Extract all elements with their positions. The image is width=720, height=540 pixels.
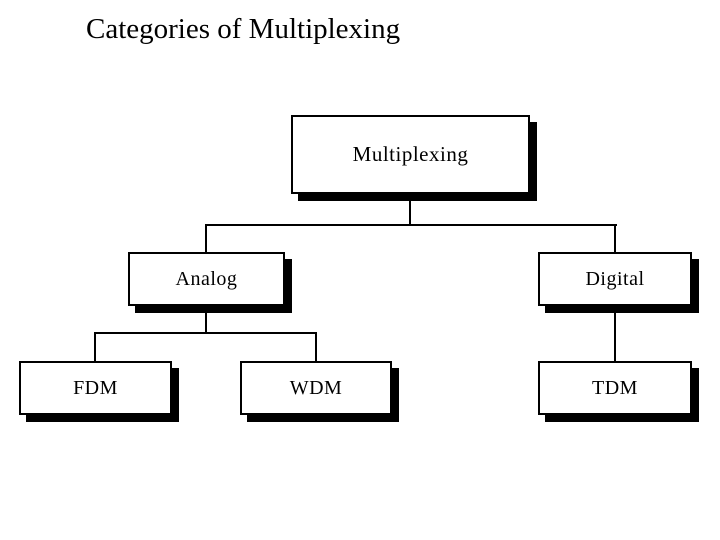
node-digital-label: Digital xyxy=(585,267,645,290)
node-multiplexing: Multiplexing xyxy=(291,115,530,194)
connector-drop-analog xyxy=(205,224,207,252)
node-tdm: TDM xyxy=(538,361,692,415)
connector-drop-wdm xyxy=(315,332,317,361)
connector-multiplexing-stem xyxy=(409,194,411,226)
node-fdm-label: FDM xyxy=(73,376,118,399)
node-multiplexing-label: Multiplexing xyxy=(352,142,469,166)
connector-analog-stem xyxy=(205,306,207,334)
node-digital: Digital xyxy=(538,252,692,306)
connector-level2-bar xyxy=(94,332,317,334)
connector-level1-bar xyxy=(205,224,617,226)
node-wdm-label: WDM xyxy=(289,376,343,399)
connector-drop-digital xyxy=(614,224,616,252)
node-analog-label: Analog xyxy=(175,267,238,290)
node-tdm-label: TDM xyxy=(592,376,638,399)
node-fdm: FDM xyxy=(19,361,172,415)
node-analog: Analog xyxy=(128,252,285,306)
node-wdm: WDM xyxy=(240,361,392,415)
connector-drop-fdm xyxy=(94,332,96,361)
connector-digital-tdm xyxy=(614,305,616,361)
slide-title: Categories of Multiplexing xyxy=(86,13,401,45)
